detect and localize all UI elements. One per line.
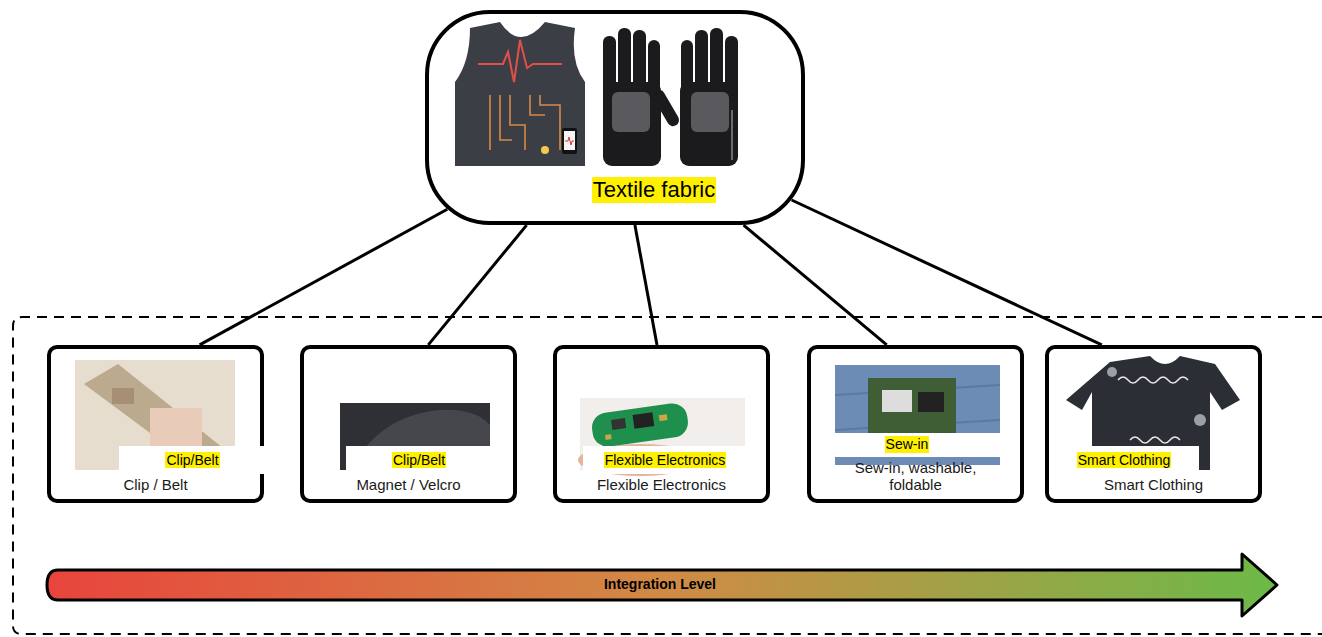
label-patch: Clip/Belt — [119, 446, 266, 474]
flex-photo — [580, 398, 745, 470]
sensor-dot — [541, 146, 549, 154]
phone-ecg — [565, 137, 574, 145]
integration-box: Smart ClothingSmart Clothing — [1045, 345, 1262, 503]
highlight-label: Clip/Belt — [165, 452, 219, 468]
connector-line — [428, 225, 526, 345]
phone-screen — [564, 131, 575, 150]
pcb-chip — [633, 412, 655, 429]
glove-finger — [633, 30, 646, 94]
electrode — [1107, 367, 1117, 377]
label-patch: Sew-in — [811, 433, 1003, 457]
glove-zip — [731, 110, 733, 160]
pcb-board — [590, 401, 690, 448]
caption-text: Clip / Belt — [51, 476, 260, 493]
highlight-label: Clip/Belt — [392, 452, 446, 468]
glove-finger — [710, 28, 723, 94]
conductive-trace — [1118, 377, 1188, 443]
circuit-traces — [490, 95, 560, 150]
highlight-label: Flexible Electronics — [604, 452, 727, 468]
dashed-region — [13, 317, 1322, 634]
flex-pcb — [590, 401, 690, 448]
pcb-part — [659, 414, 668, 421]
connector-line — [792, 200, 1102, 345]
connector-line — [635, 225, 657, 345]
glove-finger — [725, 36, 738, 96]
integration-box: Clip/BeltMagnet / Velcro — [300, 345, 517, 503]
vest-illustration — [455, 22, 585, 166]
connector-line — [744, 225, 887, 345]
smart-shirt — [1066, 356, 1240, 470]
connector-line — [200, 209, 448, 345]
ecg-trace — [478, 40, 562, 82]
glove-thumb — [651, 88, 681, 129]
highlight-label: Textile fabric — [592, 177, 716, 202]
caption-text: Sew-in, washable, foldable — [811, 459, 1020, 494]
glove-finger — [648, 40, 660, 94]
chip-part — [918, 392, 944, 412]
pcb-part — [605, 434, 612, 440]
glove-palm — [691, 92, 729, 132]
caption-text: Flexible Electronics — [557, 476, 766, 493]
integration-arrow — [47, 554, 1277, 616]
glove-finger — [618, 28, 631, 94]
label-patch: Textile fabric — [557, 170, 751, 210]
belt-clip — [112, 388, 134, 404]
highlight-label: Sew-in — [885, 436, 930, 452]
integration-box: Clip/BeltClip / Belt — [47, 345, 264, 503]
pcb-chip — [611, 418, 626, 430]
textile-panel: Textile fabric — [425, 10, 805, 225]
caption-text: Smart Clothing — [1049, 476, 1258, 493]
label-patch: Smart Clothing — [1049, 446, 1199, 474]
label-patch: Clip/Belt — [346, 446, 492, 474]
caption-text: Magnet / Velcro — [304, 476, 513, 493]
integration-box: Flexible ElectronicsFlexible Electronics — [553, 345, 770, 503]
glove-finger — [681, 40, 693, 94]
clip-pad — [150, 408, 202, 448]
glove-finger — [603, 36, 616, 96]
phone-icon — [562, 128, 577, 154]
glove-finger — [695, 30, 708, 94]
integration-box: Sew-inSew-in, washable, foldable — [807, 345, 1024, 503]
axis-label: Integration Level — [604, 577, 716, 592]
electrode — [1194, 414, 1206, 426]
label-patch: Flexible Electronics — [583, 446, 747, 474]
chip-part — [882, 390, 912, 412]
highlight-label: Smart Clothing — [1077, 452, 1172, 468]
glove-palm — [612, 92, 650, 132]
